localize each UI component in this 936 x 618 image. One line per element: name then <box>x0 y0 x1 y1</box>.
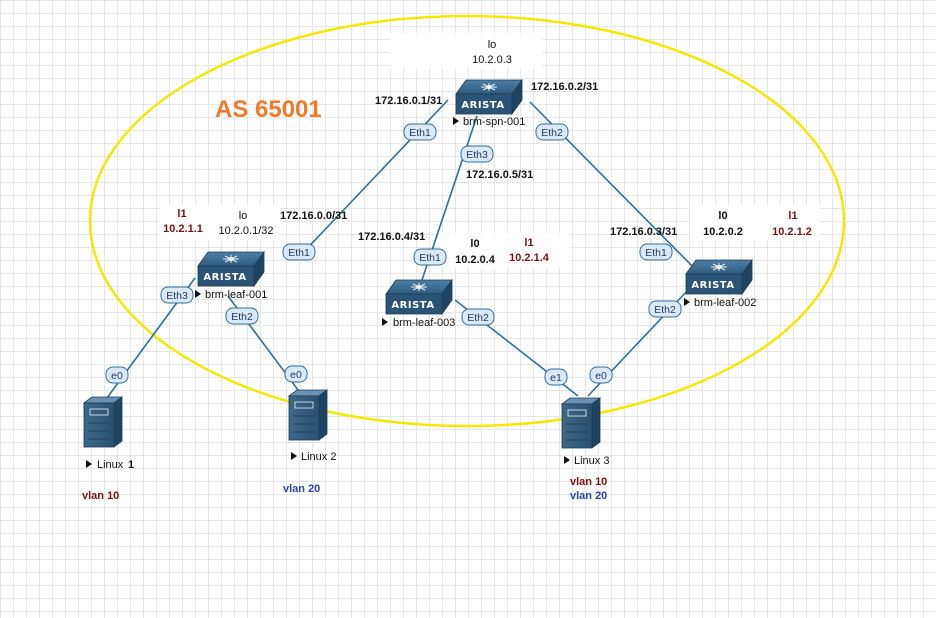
device-label-linux-2: Linux 2 <box>291 451 336 463</box>
spine-lo-name: lo <box>488 39 497 51</box>
leaf1-l1-ip: 10.2.1.1 <box>163 223 203 235</box>
svg-text:Eth2: Eth2 <box>541 127 563 139</box>
as-number-label: AS 65001 <box>215 96 322 123</box>
server-linux-3[interactable] <box>561 397 601 449</box>
loopback-labels: lo 10.2.0.3 lo 10.2.0.1/32 l1 10.2.1.1 l… <box>163 39 812 266</box>
port-l3-eth2: Eth2 <box>461 308 495 326</box>
port-lx1-e0: e0 <box>105 366 129 384</box>
svg-text:Eth1: Eth1 <box>419 252 441 264</box>
switch-brand: ARISTA <box>691 280 734 291</box>
ip-spn-eth2: 172.16.0.2/31 <box>531 81 598 93</box>
svg-text:e0: e0 <box>595 370 607 382</box>
ip-spn-eth1: 172.16.0.1/31 <box>375 95 442 107</box>
port-l3-eth1: Eth1 <box>413 248 447 266</box>
play-arrow-icon <box>684 298 690 306</box>
device-label-brm-spn-001: brm-spn-001 <box>453 116 525 128</box>
device-name: Linux 2 <box>301 451 336 463</box>
svg-text:Eth2: Eth2 <box>467 312 489 324</box>
port-spn-eth1: Eth1 <box>403 123 437 141</box>
switch-brand: ARISTA <box>203 272 246 283</box>
device-number: 1 <box>128 459 134 471</box>
leaf3-l1-ip: 10.2.1.4 <box>509 252 550 264</box>
port-l2-eth2: Eth2 <box>648 300 682 318</box>
switch-brand: ARISTA <box>461 100 504 111</box>
device-label-brm-leaf-002: brm-leaf-002 <box>684 297 756 309</box>
svg-text:Eth1: Eth1 <box>409 127 431 139</box>
ip-l3-eth1: 172.16.0.4/31 <box>358 231 425 243</box>
links <box>103 99 703 403</box>
port-lx3-e0: e0 <box>589 366 613 384</box>
vlan-linux2: vlan 20 <box>283 483 320 495</box>
server-linux-2[interactable] <box>288 389 328 441</box>
device-name: Linux 3 <box>574 455 609 467</box>
port-lx3-e1: e1 <box>544 368 568 386</box>
leaf2-lo-name: l0 <box>718 210 727 222</box>
device-labels: brm-spn-001 brm-leaf-001 brm-leaf-003 br… <box>86 116 756 471</box>
vlan-labels: vlan 10 vlan 20 vlan 10 vlan 20 <box>82 476 607 502</box>
server-icon <box>83 396 123 448</box>
svg-text:Eth2: Eth2 <box>654 304 676 316</box>
as-boundary-ellipse <box>88 14 846 428</box>
svg-text:Eth1: Eth1 <box>645 247 667 259</box>
ip-labels: 172.16.0.1/31 172.16.0.2/31 172.16.0.5/3… <box>280 81 677 243</box>
svg-text:e1: e1 <box>550 372 562 384</box>
leaf2-l1-name: l1 <box>788 210 797 222</box>
server-linux-1[interactable] <box>83 396 123 448</box>
label-backgrounds <box>160 33 820 268</box>
svg-text:Eth2: Eth2 <box>231 311 253 323</box>
spine-lo-ip: 10.2.0.3 <box>472 54 512 66</box>
svg-text:Eth1: Eth1 <box>288 247 310 259</box>
leaf1-lo-ip: 10.2.0.1/32 <box>218 225 273 237</box>
vlan-linux1: vlan 10 <box>82 490 119 502</box>
port-lx2-e0: e0 <box>284 365 308 383</box>
server-icon <box>561 397 601 449</box>
svg-text:Eth3: Eth3 <box>466 149 488 161</box>
device-name: brm-leaf-003 <box>393 317 455 329</box>
ip-spn-eth3: 172.16.0.5/31 <box>466 169 533 181</box>
port-l2-eth1: Eth1 <box>639 243 673 261</box>
play-arrow-icon <box>453 117 459 125</box>
leaf3-lo-ip: 10.2.0.4 <box>455 254 496 266</box>
device-label-brm-leaf-003: brm-leaf-003 <box>382 317 455 329</box>
device-name: brm-spn-001 <box>463 116 525 128</box>
switch-brm-spn-001[interactable]: ARISTA <box>455 79 523 115</box>
leaf1-l1-name: l1 <box>177 208 186 220</box>
vlan-linux3-b: vlan 20 <box>570 490 607 502</box>
port-l1-eth3: Eth3 <box>160 286 194 304</box>
device-label-linux-3: Linux 3 <box>564 455 609 467</box>
port-l1-eth2: Eth2 <box>225 307 259 325</box>
switch-brm-leaf-001[interactable]: ARISTA <box>197 251 265 287</box>
device-label-linux-1: Linux 1 <box>86 459 134 471</box>
leaf2-l1-ip: 10.2.1.2 <box>772 226 812 238</box>
switch-brand: ARISTA <box>391 300 434 311</box>
leaf1-lo-name: lo <box>239 210 248 222</box>
play-arrow-icon <box>86 460 92 468</box>
ip-l1-eth1: 172.16.0.0/31 <box>280 210 347 222</box>
ip-l2-eth1: 172.16.0.3/31 <box>610 226 677 238</box>
switch-brm-leaf-002[interactable]: ARISTA <box>685 259 753 295</box>
svg-text:e0: e0 <box>290 369 302 381</box>
port-badges: Eth1 Eth2 Eth3 Eth1 Eth3 Eth2 Eth1 Eth2 … <box>105 123 682 386</box>
leaf3-lo-name: l0 <box>470 238 479 250</box>
leaf3-l1-name: l1 <box>524 237 533 249</box>
vlan-linux3-a: vlan 10 <box>570 476 607 488</box>
play-arrow-icon <box>291 452 297 460</box>
server-icon <box>288 389 328 441</box>
svg-text:e0: e0 <box>111 370 123 382</box>
device-label-brm-leaf-001: brm-leaf-001 <box>195 289 267 301</box>
play-arrow-icon <box>195 290 201 298</box>
leaf2-lo-ip: 10.2.0.2 <box>703 226 743 238</box>
play-arrow-icon <box>382 318 388 326</box>
port-spn-eth2: Eth2 <box>535 123 569 141</box>
device-name: brm-leaf-001 <box>205 289 267 301</box>
port-l1-eth1: Eth1 <box>282 243 316 261</box>
port-spn-eth3: Eth3 <box>460 145 494 163</box>
device-name: Linux <box>97 459 124 471</box>
switch-brm-leaf-003[interactable]: ARISTA <box>385 279 453 315</box>
svg-text:Eth3: Eth3 <box>166 290 188 302</box>
play-arrow-icon <box>564 456 570 464</box>
device-name: brm-leaf-002 <box>694 297 756 309</box>
